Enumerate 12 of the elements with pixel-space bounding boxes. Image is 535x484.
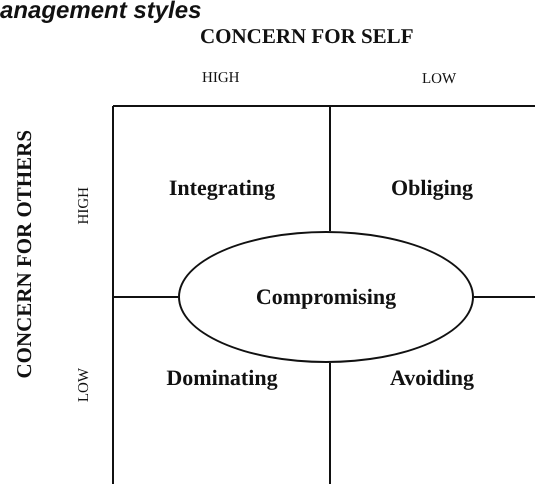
quadrant-label: Dominating — [122, 365, 322, 391]
axis-level-label: HIGH — [202, 70, 240, 87]
axis-title: CONCERN FOR SELF — [200, 24, 414, 49]
quadrant-label: Avoiding — [332, 365, 532, 391]
style-label: Compromising — [256, 284, 396, 310]
axis-title: CONCERN FOR OTHERS — [12, 130, 37, 379]
axis-level-label: HIGH — [76, 187, 93, 224]
axis-level-label: LOW — [422, 71, 456, 88]
quadrant-label: Integrating — [122, 175, 322, 201]
axis-level-label: LOW — [76, 368, 93, 402]
quadrant-label: Obliging — [332, 175, 532, 201]
diagram-title: anagement styles — [0, 0, 202, 25]
